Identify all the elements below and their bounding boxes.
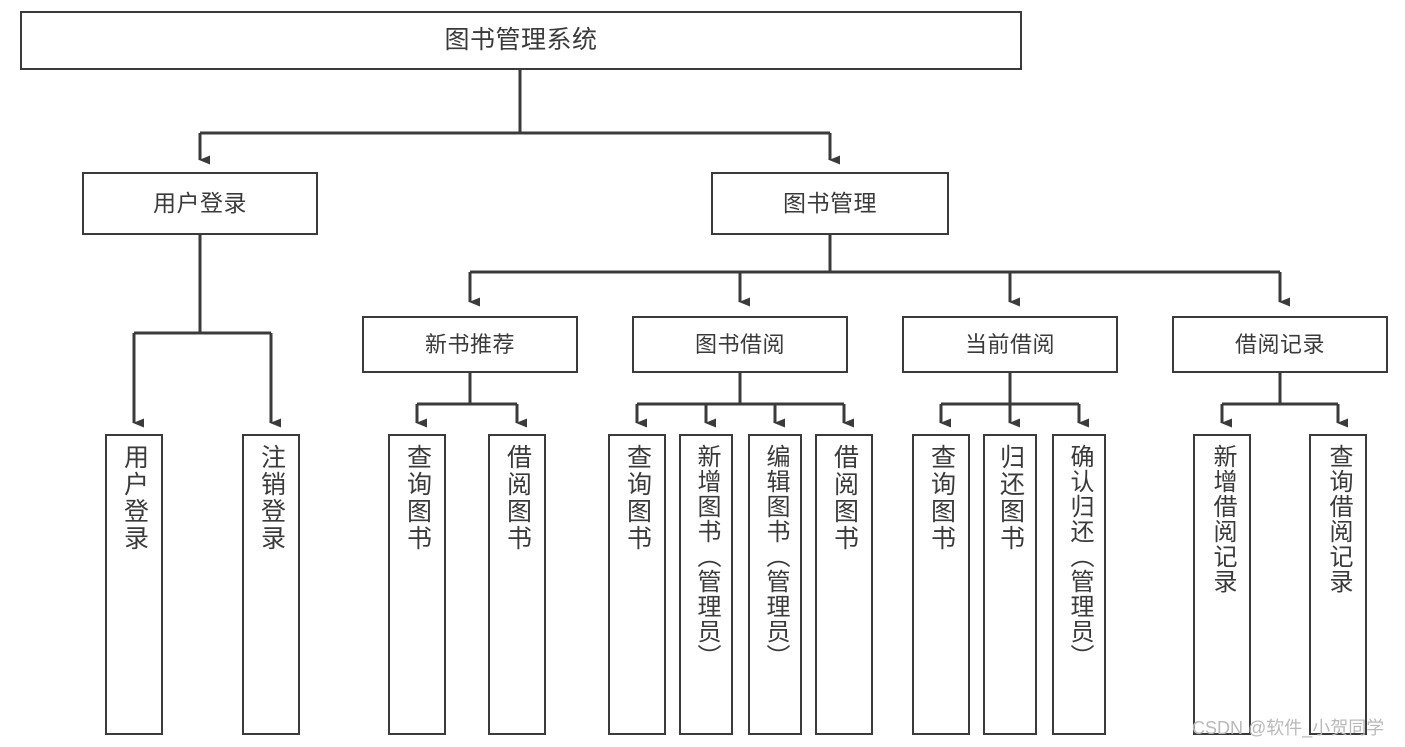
node-leaf-edit-book[interactable]: 编辑图书（管理员） [748,434,802,735]
node-root-book-management-system[interactable]: 图书管理系统 [20,11,1022,70]
node-leaf-return-book[interactable]: 归还图书 [983,434,1037,735]
node-new-book-recommend[interactable]: 新书推荐 [362,316,578,373]
csdn-watermark: CSDN @软件_小贺同学 [1192,718,1385,738]
node-label: 编辑图书（管理员） [761,444,789,669]
node-leaf-logout-login[interactable]: 注销登录 [242,434,300,735]
node-leaf-confirm-return[interactable]: 确认归还（管理员） [1052,434,1106,735]
node-label: 图书管理系统 [444,26,598,54]
node-label: 查询图书 [403,444,432,552]
node-label: 当前借阅 [964,331,1055,357]
node-leaf-add-record[interactable]: 新增借阅记录 [1193,434,1251,735]
node-label: 归还图书 [996,444,1025,552]
node-label: 借阅图书 [830,444,859,552]
node-user-login[interactable]: 用户登录 [82,172,318,235]
node-label: 注销登录 [257,444,286,552]
node-book-management[interactable]: 图书管理 [711,172,949,235]
node-label: 借阅记录 [1234,331,1325,357]
node-label: 借阅图书 [503,444,532,552]
node-label: 新增图书（管理员） [692,444,720,669]
node-label: 图书借阅 [694,331,785,357]
node-leaf-query-book-1[interactable]: 查询图书 [388,434,446,735]
node-leaf-borrow-book-2[interactable]: 借阅图书 [815,434,873,735]
node-leaf-query-book-2[interactable]: 查询图书 [608,434,666,735]
node-current-borrow[interactable]: 当前借阅 [902,316,1118,373]
node-label: 查询借阅记录 [1324,444,1352,594]
node-label: 图书管理 [783,190,877,216]
node-leaf-add-book[interactable]: 新增图书（管理员） [679,434,733,735]
node-label: 新增借阅记录 [1208,444,1236,594]
node-leaf-user-login[interactable]: 用户登录 [105,434,163,735]
node-book-borrow[interactable]: 图书借阅 [632,316,848,373]
node-leaf-query-record[interactable]: 查询借阅记录 [1309,434,1367,735]
node-label: 查询图书 [927,444,956,552]
node-label: 用户登录 [120,444,149,552]
node-label: 查询图书 [623,444,652,552]
node-leaf-borrow-book-1[interactable]: 借阅图书 [488,434,546,735]
node-leaf-query-book-3[interactable]: 查询图书 [912,434,970,735]
node-label: 用户登录 [153,190,247,216]
node-label: 确认归还（管理员） [1065,444,1093,669]
node-label: 新书推荐 [424,331,515,357]
node-borrow-record[interactable]: 借阅记录 [1172,316,1388,373]
